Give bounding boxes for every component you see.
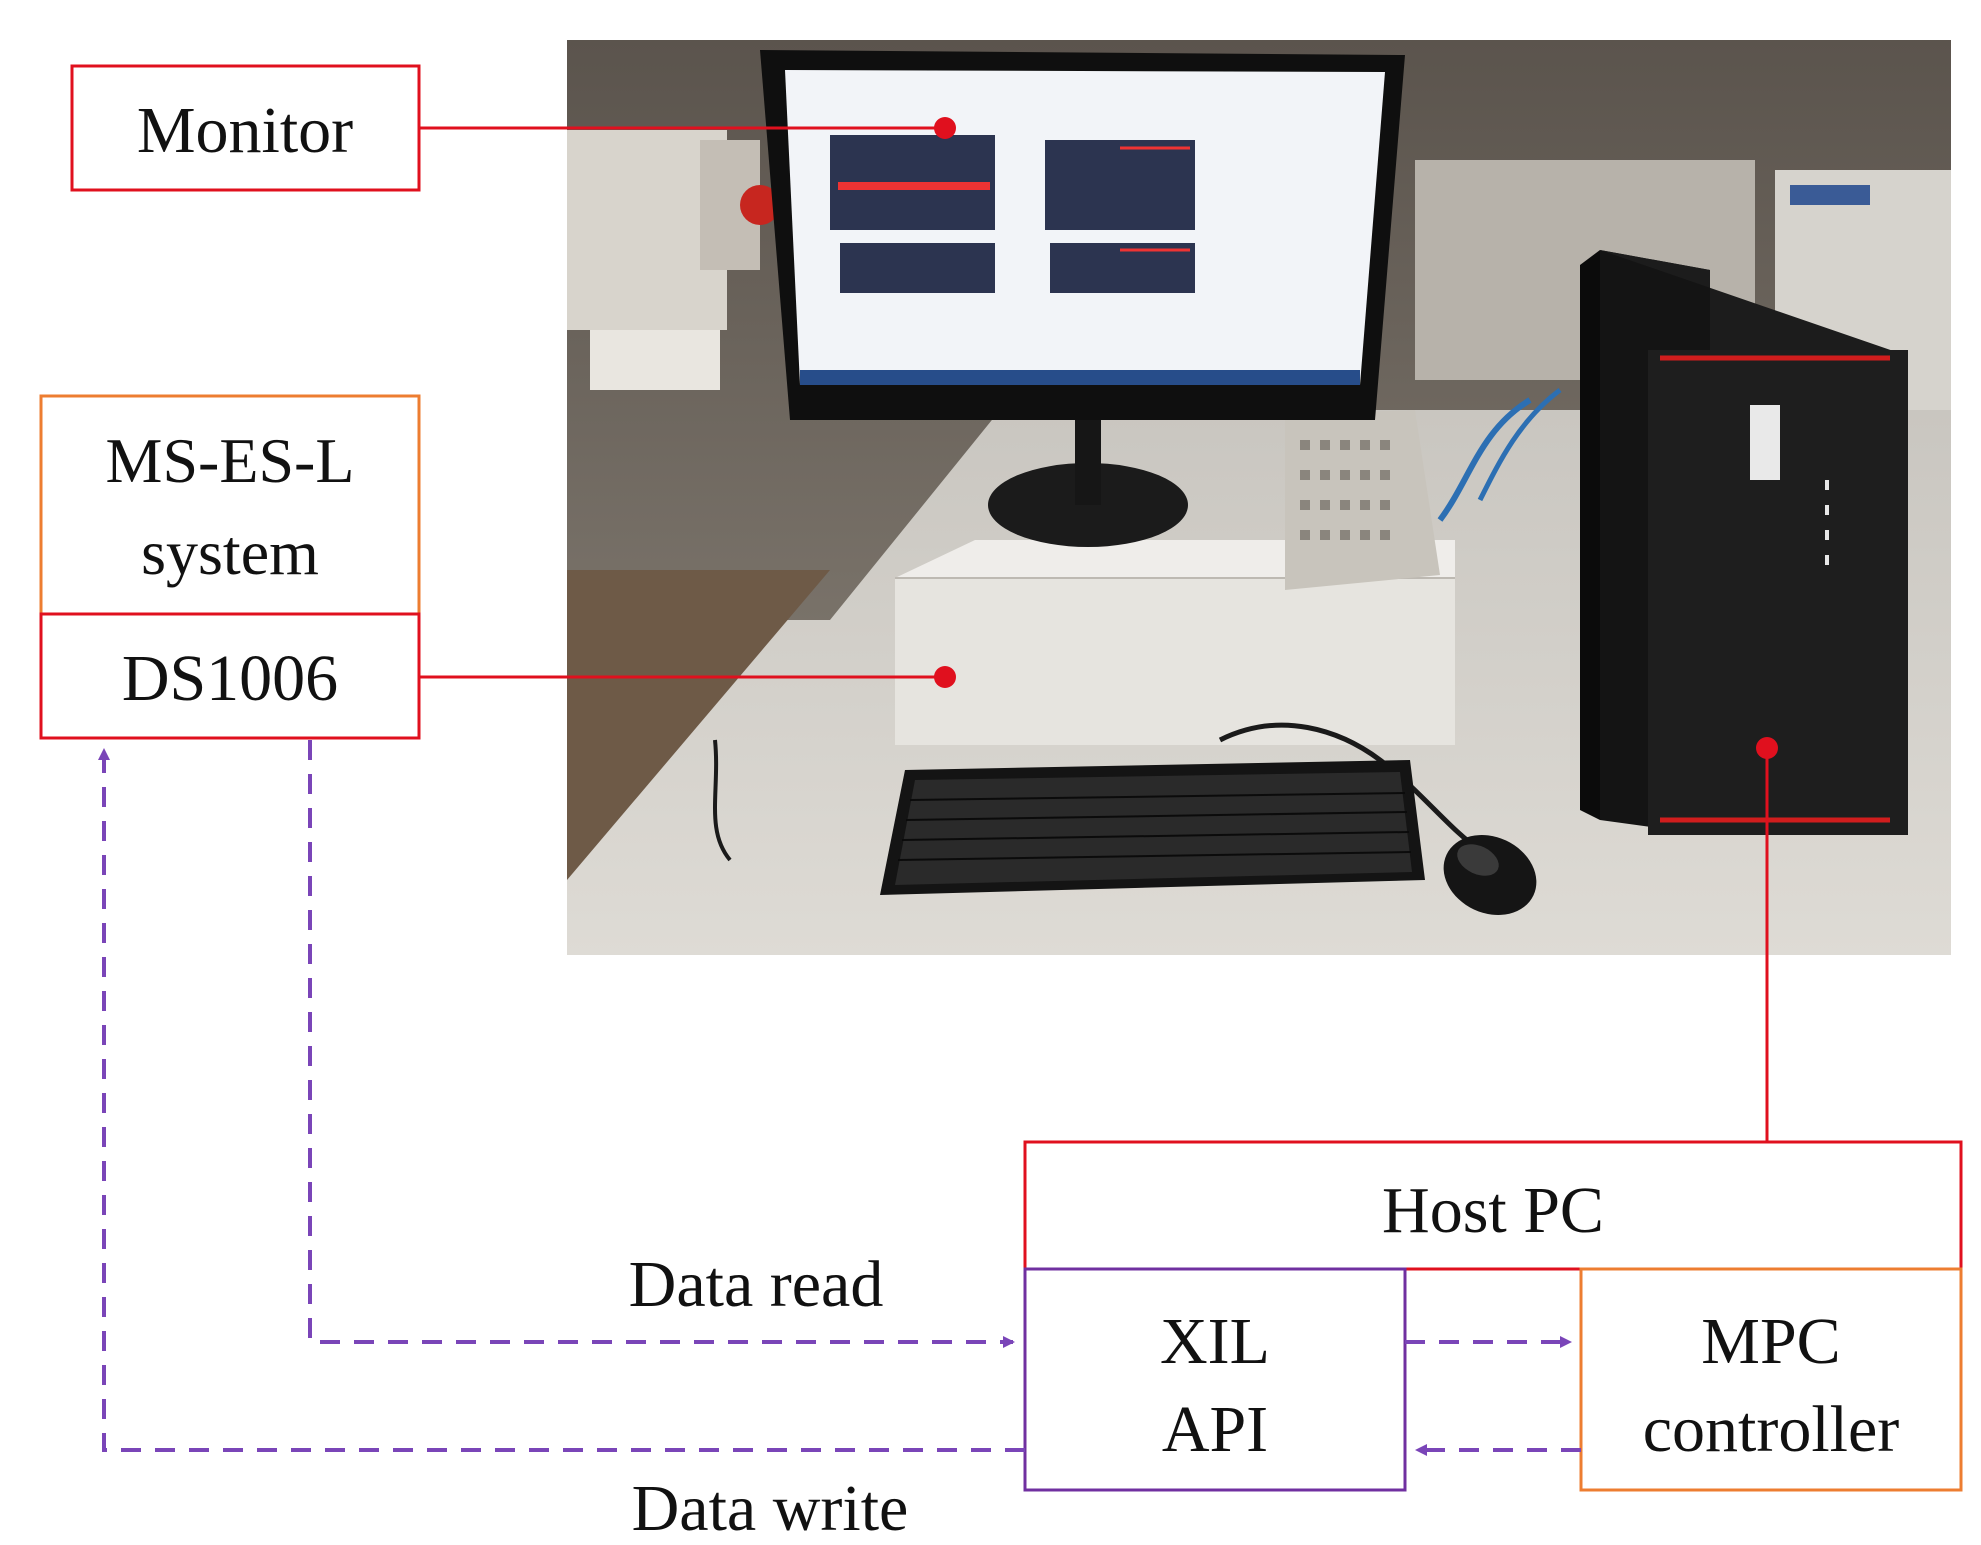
bench-photo	[567, 40, 1951, 955]
monitor-icon	[760, 50, 1405, 547]
mpc-label: MPC	[1701, 1305, 1840, 1378]
host-pc-label: Host PC	[1382, 1174, 1604, 1247]
data-flow-arrows	[98, 740, 1581, 1456]
data-read-arrow	[308, 740, 1015, 1348]
hostpc-marker-dot	[1756, 737, 1778, 759]
monitor-marker-dot	[934, 117, 956, 139]
keyboard-icon	[880, 760, 1425, 895]
tower-pc-icon	[1580, 250, 1908, 835]
ds1006-box: DS1006	[39, 612, 421, 740]
data-write-label: Data write	[632, 1472, 909, 1545]
ds1006-marker-dot	[934, 666, 956, 688]
mouse-icon	[1443, 835, 1537, 915]
data-write-arrow	[98, 748, 1025, 1452]
connectors	[419, 117, 1778, 1142]
ms-es-l-label: MS-ES-L	[106, 425, 355, 496]
data-read-label: Data read	[629, 1248, 884, 1321]
ds1006-label: DS1006	[122, 642, 338, 715]
monitor-label-box: Monitor	[70, 64, 421, 192]
mpc-controller-box: MPC controller	[1579, 1267, 1963, 1492]
xil-api-box: XIL API	[1023, 1267, 1407, 1492]
host-pc-box: Host PC	[1023, 1140, 1963, 1271]
controller-label: controller	[1643, 1393, 1900, 1466]
io-board-icon	[1285, 410, 1440, 590]
api-label: API	[1162, 1393, 1268, 1466]
monitor-label: Monitor	[137, 94, 353, 167]
system-label: system	[141, 517, 319, 588]
ms-es-l-system-box: MS-ES-L system	[39, 394, 421, 616]
xil-label: XIL	[1160, 1305, 1270, 1378]
